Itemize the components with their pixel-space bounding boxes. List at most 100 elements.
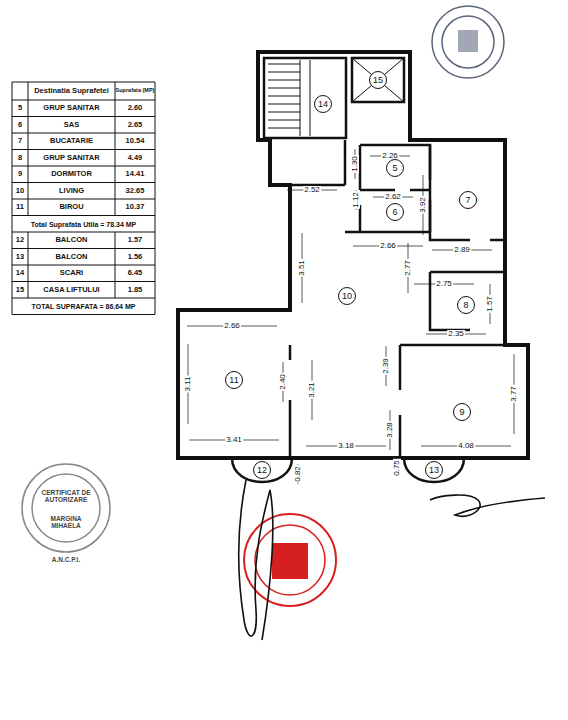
table-cell: 1.56 [128,253,143,261]
balconies [232,458,464,482]
dimension-label: 0.82 [294,465,302,483]
stroke [115,183,116,200]
room-number: 8 [457,296,475,314]
stroke [12,298,155,299]
stroke [115,232,116,249]
room-number-text: 11 [229,375,238,385]
dimension-label: 3.51 [298,259,306,277]
table-cell: BALCON [55,253,87,261]
stroke [28,282,29,299]
table-cell: 32.65 [126,187,145,195]
table-cell: 10.54 [126,138,145,146]
dimension-label: 0.75 [393,459,401,477]
room-number-text: 7 [465,195,470,205]
table-cell: GRUP SANITAR [43,154,99,162]
stroke [268,72,300,73]
dimension-label: 1.57 [486,295,494,313]
table-cell: 2.65 [128,121,143,129]
stroke [115,117,116,134]
room-number-text: 14 [318,99,328,109]
stroke [12,116,155,117]
stroke [28,166,29,183]
room-number: 14 [314,95,332,113]
room-number-text: 8 [463,300,468,310]
dimension-label: 2.52 [303,186,321,194]
room-number-text: 15 [373,75,383,85]
table-cell: LIVING [59,187,84,195]
stamp-text: A.N.C.P.I. [52,557,80,564]
inner-walls [264,58,528,458]
stroke [12,314,155,315]
table-cell: BIROU [59,204,83,212]
stroke [12,166,155,167]
stroke [12,82,155,83]
room-number-text: 12 [257,465,267,475]
stroke [12,215,155,216]
table-cell: TOTAL SUPRAFATA = 86.64 MP [32,303,136,310]
stroke [28,232,29,249]
stroke [12,281,155,282]
dimension-label: 2.39 [382,357,390,375]
dimension-label: 3.21 [308,381,316,399]
stroke [28,133,29,150]
stroke [268,64,300,65]
walls [178,52,528,458]
stroke [28,265,29,282]
signature [239,480,545,640]
stroke [12,100,155,101]
dimension-label: 3.28 [386,421,394,439]
room-number-text: 13 [429,465,439,475]
stroke [28,100,29,117]
stroke [28,82,29,100]
room-number-text: 9 [459,407,464,417]
room-number-text: 5 [392,163,397,173]
table-cell: 9 [18,171,22,179]
stroke [28,117,29,134]
dimension-label: 1.30 [351,155,359,173]
table-cell: 7 [18,138,22,146]
stroke [28,183,29,200]
stroke [115,265,116,282]
stroke [268,88,300,89]
dimension-label: 2.89 [453,246,471,254]
dimension-label: 3.11 [184,376,192,393]
table-cell: SAS [64,121,79,129]
table-cell: GRUP SANITAR [43,105,99,113]
table-cell: 6 [18,121,22,129]
stroke [268,104,300,105]
dimension-lines [187,149,514,484]
table-cell: CASA LIFTULUI [43,286,99,294]
table-cell: 12 [16,237,24,245]
stamp-top [432,6,504,78]
table-cell: Suprafata (MP) [116,88,155,94]
room-number: 7 [459,191,477,209]
dimension-label: 2.66 [379,242,397,250]
table-cell: 14 [16,270,24,278]
table-cell: 1.57 [128,237,143,245]
room-number: 9 [453,403,471,421]
stroke [115,133,116,150]
stroke [28,249,29,266]
stroke [300,60,301,136]
stroke [268,128,300,129]
dimension-label: 3.18 [337,442,355,450]
stamp-text: CERTIFICAT DE AUTORIZARE [36,490,96,503]
table-cell: 13 [16,253,24,261]
dimension-label: 3.77 [510,385,518,403]
stroke [268,96,300,97]
room-number: 12 [253,461,271,479]
room-number: 11 [225,371,243,389]
room-number-text: 10 [342,291,352,301]
stroke [115,199,116,216]
table-cell: Destinatia Suprafetei [34,87,109,95]
table-cell: 10.37 [126,204,145,212]
table-cell: 2.60 [128,105,143,113]
dimension-label: 1.12 [352,191,360,209]
stroke [12,232,155,233]
stroke [12,199,155,200]
table-cell: 5 [18,105,22,113]
dimension-label: 3.41 [225,436,243,444]
room-number: 10 [338,287,356,305]
stamp-left [22,464,110,552]
table-cell: SCARI [60,270,83,278]
